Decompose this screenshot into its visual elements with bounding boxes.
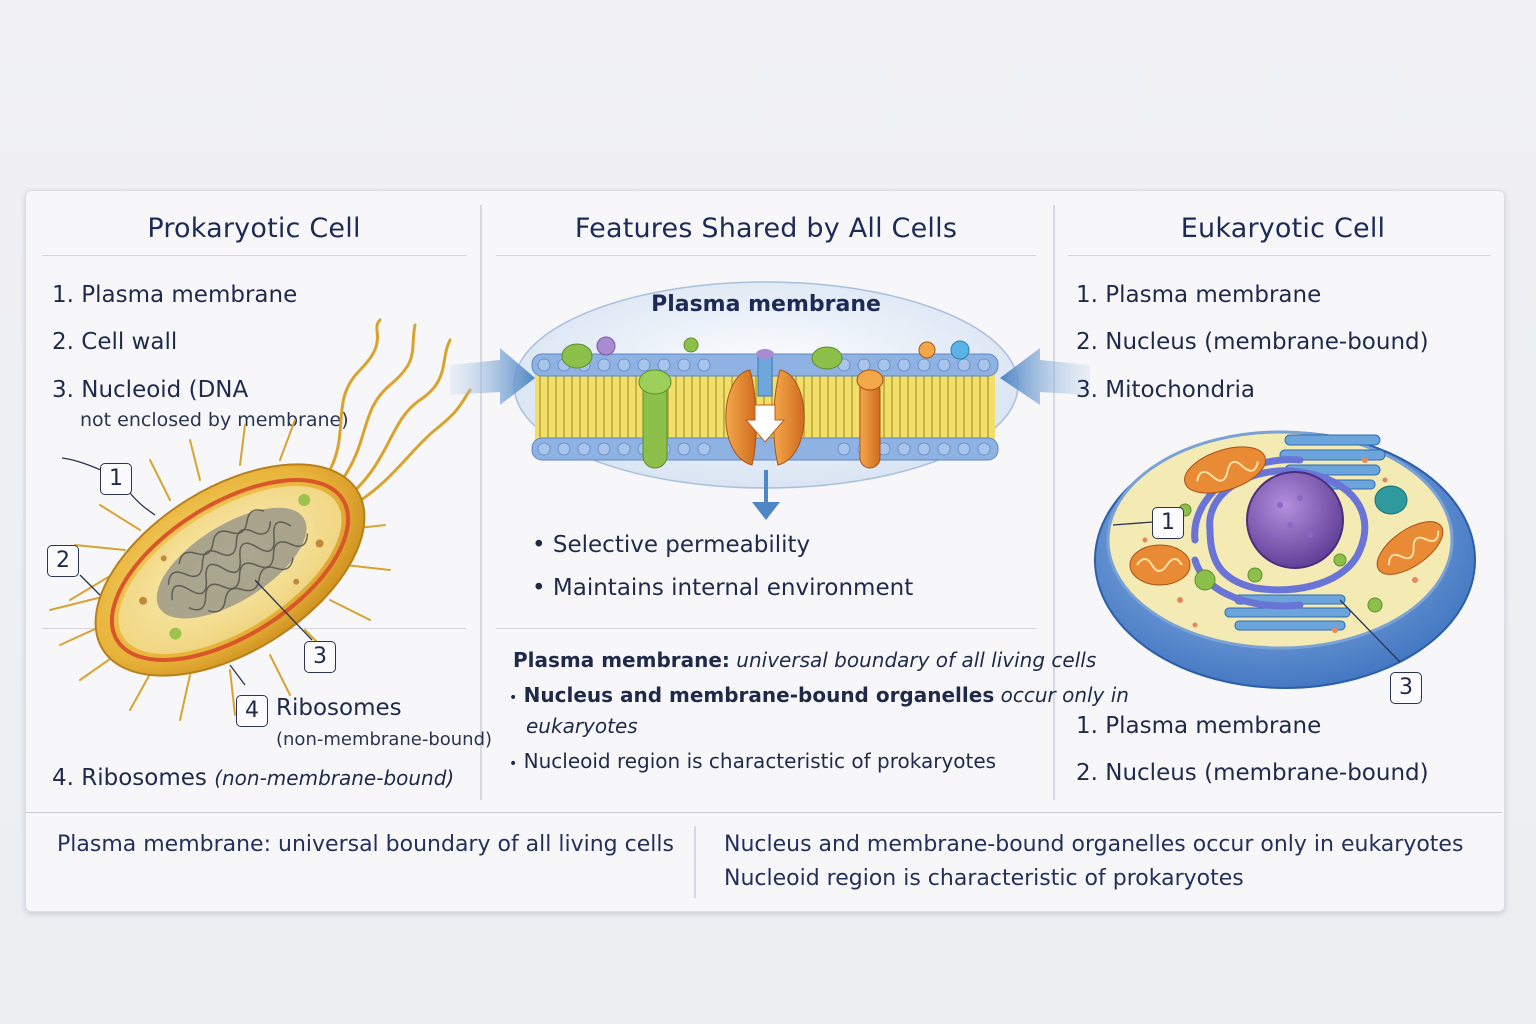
footer-right-line-1: Nucleus and membrane-bound organelles oc… xyxy=(724,832,1464,857)
shared-bullet-1-text: Selective permeability xyxy=(552,532,811,558)
shared-summary-bold: Plasma membrane: xyxy=(513,648,730,672)
nucleus xyxy=(1246,471,1344,569)
shared-bullet-2: • Maintains internal environment xyxy=(532,575,914,601)
prokaryotic-item-4-note: (non-membrane-bound) xyxy=(214,766,455,790)
prokaryotic-heading: Prokaryotic Cell xyxy=(147,213,361,244)
divider-center-lower xyxy=(496,628,1036,629)
eukaryotic-item-2: 2. Nucleus (membrane-bound) xyxy=(1076,329,1429,355)
channel-protein-right xyxy=(773,369,805,466)
prokaryotic-cell-illustration xyxy=(49,318,472,721)
vacuole xyxy=(1374,485,1408,515)
column-divider-left xyxy=(480,205,482,800)
prokaryotic-badge-2: 2 xyxy=(47,545,79,577)
plasma-membrane-illustration xyxy=(450,281,1090,520)
peripheral-protein xyxy=(561,343,593,369)
heading-underline-center xyxy=(496,255,1036,256)
heading-underline-right xyxy=(1068,255,1490,256)
shared-bullet-2-text: Maintains internal environment xyxy=(552,575,914,601)
shared-summary: Plasma membrane: universal boundary of a… xyxy=(513,648,1096,672)
arrow-from-eukaryote xyxy=(1000,348,1090,405)
footer-left: Plasma membrane: universal boundary of a… xyxy=(57,832,674,857)
prokaryotic-item-4: 4. Ribosomes (non-membrane-bound) xyxy=(52,765,454,791)
shared-sub-bullet-1-bold: Nucleus and membrane-bound organelles xyxy=(523,683,995,707)
eukaryotic-badge-3: 3 xyxy=(1390,672,1422,704)
eukaryotic-bottom-item-2: 2. Nucleus (membrane-bound) xyxy=(1076,760,1429,786)
arrow-from-prokaryote xyxy=(450,348,535,405)
prokaryotic-item-4-label: 4. Ribosomes xyxy=(52,765,207,791)
eukaryotic-cell-illustration xyxy=(1094,430,1476,689)
eukaryotic-heading: Eukaryotic Cell xyxy=(1180,213,1386,244)
transmembrane-protein-orange xyxy=(859,379,881,469)
eukaryotic-item-3: 3. Mitochondria xyxy=(1076,377,1255,403)
prokaryotic-badge-4: 4 xyxy=(236,695,268,727)
shared-bullet-1: • Selective permeability xyxy=(532,532,811,558)
channel-protein-left xyxy=(725,369,757,466)
footer-right-line-2: Nucleoid region is characteristic of pro… xyxy=(724,866,1244,891)
ribosome xyxy=(298,494,311,507)
shared-sub-bullet-2-text: Nucleoid region is characteristic of pro… xyxy=(523,749,997,773)
transport-arrow xyxy=(744,404,786,443)
shared-sub-bullet-1-italic: occur only in xyxy=(1000,683,1129,707)
heading-underline-left xyxy=(42,255,466,256)
ribosomes-label: Ribosomes xyxy=(276,695,402,721)
shared-summary-italic: universal boundary of all living cells xyxy=(736,648,1097,672)
prokaryotic-item-3-continued: not enclosed by membrane) xyxy=(80,409,349,431)
eukaryotic-badge-1: 1 xyxy=(1152,507,1184,539)
shared-sub-bullet-2: • Nucleoid region is characteristic of p… xyxy=(509,749,997,773)
shared-heading: Features Shared by All Cells xyxy=(574,213,958,244)
eukaryotic-bottom-item-1: 1. Plasma membrane xyxy=(1076,713,1322,739)
nucleoid xyxy=(156,507,307,619)
column-divider-right xyxy=(1053,205,1055,800)
flagella xyxy=(328,318,472,510)
mitochondria xyxy=(1129,446,1444,586)
eukaryotic-item-1: 1. Plasma membrane xyxy=(1076,282,1322,308)
plasma-membrane xyxy=(109,477,351,663)
prokaryotic-badge-1: 1 xyxy=(100,463,132,495)
footer-divider xyxy=(26,812,1502,813)
footer-left-bold: Plasma membrane: xyxy=(57,832,272,857)
prokaryotic-item-2: 2. Cell wall xyxy=(52,329,178,355)
membrane-label: Plasma membrane xyxy=(651,292,881,317)
shared-sub-bullet-1-cont-text: eukaryotes xyxy=(526,714,638,738)
ribosome xyxy=(169,627,182,640)
footer-left-rest: universal boundary of all living cells xyxy=(278,832,674,857)
footer-column-divider xyxy=(694,826,696,898)
prokaryotic-item-3: 3. Nucleoid (DNA xyxy=(52,377,249,403)
shared-sub-bullet-1-cont: eukaryotes xyxy=(526,714,638,738)
glycoprotein xyxy=(596,336,616,356)
ribosomes-sublabel: (non-membrane-bound) xyxy=(276,729,493,750)
shared-sub-bullet-1: • Nucleus and membrane-bound organelles … xyxy=(509,683,1129,707)
prokaryotic-badge-3: 3 xyxy=(304,641,336,673)
prokaryotic-item-1: 1. Plasma membrane xyxy=(52,282,298,308)
